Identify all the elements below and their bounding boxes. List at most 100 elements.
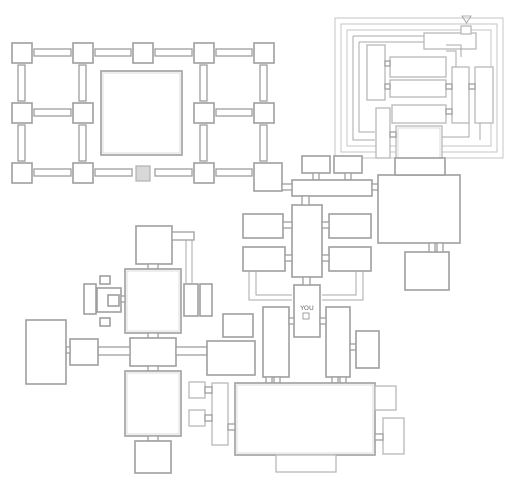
map-room — [451, 66, 470, 124]
map-corridor — [312, 172, 320, 181]
map-corridor — [331, 376, 339, 384]
map-room — [99, 317, 111, 327]
map-corridor — [94, 48, 132, 57]
map-corridor — [33, 48, 72, 57]
west-cluster — [25, 225, 256, 474]
map-room — [211, 382, 229, 446]
map-corridor — [33, 108, 72, 117]
map-corridor — [282, 221, 293, 229]
stairs-down-icon — [461, 15, 472, 24]
map-corridor — [288, 317, 295, 325]
map-room — [391, 104, 447, 124]
map-corridor — [302, 276, 311, 286]
map-corridor — [445, 108, 453, 115]
map-room — [11, 102, 33, 124]
map-room — [382, 417, 405, 455]
map-corridor — [468, 83, 476, 90]
map-corridor — [97, 346, 131, 356]
map-corridor — [33, 168, 72, 177]
map-room — [193, 162, 215, 184]
map-corridor — [344, 172, 352, 181]
maze-wall — [322, 271, 364, 301]
map-room — [11, 42, 33, 64]
map-corridor — [319, 317, 327, 325]
map-room-inner — [102, 72, 181, 154]
map-room — [325, 306, 351, 378]
wire-maze — [334, 15, 504, 161]
map-room-inner — [126, 372, 180, 435]
map-room — [107, 294, 120, 307]
map-room — [374, 385, 397, 411]
map-corridor — [199, 64, 208, 102]
map-room — [328, 213, 372, 239]
map-corridor — [199, 124, 208, 162]
central-hall — [100, 70, 183, 156]
south-hall — [234, 382, 376, 456]
map-corridor — [120, 295, 126, 303]
map-corridor — [154, 48, 193, 57]
map-room — [404, 251, 450, 291]
map-corridor — [78, 124, 87, 162]
map-room — [72, 102, 94, 124]
map-corridor — [78, 64, 87, 102]
map-room — [460, 25, 472, 35]
map-room — [25, 319, 67, 385]
south-complex — [188, 306, 405, 473]
player-marker-label: YOU — [299, 304, 314, 312]
map-room — [423, 32, 477, 50]
map-room — [135, 225, 173, 265]
map-corridor — [389, 131, 397, 138]
map-corridor — [301, 195, 310, 206]
map-room — [301, 155, 331, 174]
map-room — [11, 162, 33, 184]
map-corridor — [204, 386, 213, 394]
ring-complex — [11, 42, 283, 192]
map-room — [262, 306, 290, 378]
map-room — [129, 337, 177, 367]
map-room-inner — [236, 384, 374, 454]
map-room — [389, 79, 447, 98]
map-corridor — [265, 376, 273, 384]
map-room — [193, 102, 215, 124]
map-room — [134, 440, 172, 474]
map-room — [395, 125, 443, 161]
map-room — [222, 313, 254, 338]
map-room — [242, 213, 284, 239]
map-room — [83, 283, 97, 315]
maze-wall — [248, 271, 292, 301]
map-room — [253, 102, 275, 124]
map-corridor — [204, 414, 213, 422]
map-corridor — [436, 242, 444, 253]
map-corridor — [428, 242, 436, 253]
map-corridor — [154, 168, 193, 177]
map-corridor — [321, 254, 330, 262]
map-corridor — [284, 254, 293, 262]
map-room-inner — [126, 270, 180, 332]
map-corridor — [273, 376, 281, 384]
map-room — [206, 340, 256, 376]
maze-wall — [446, 44, 462, 67]
map-room — [377, 174, 461, 244]
map-corridor — [384, 83, 391, 90]
map-corridor — [321, 221, 330, 229]
map-room — [474, 66, 494, 124]
maze-wall — [442, 123, 481, 140]
map-corridor — [384, 60, 391, 67]
map-hall — [291, 179, 373, 197]
map-room — [72, 42, 94, 64]
visited-room — [135, 165, 151, 182]
map-corridor — [374, 433, 384, 441]
map-corridor — [281, 183, 293, 191]
map-room — [72, 162, 94, 184]
map-corridor — [94, 168, 133, 177]
player-room — [293, 284, 321, 338]
map-corridor — [227, 423, 236, 431]
map-room — [188, 409, 206, 427]
map-corridor — [259, 64, 268, 102]
map-room — [242, 246, 286, 272]
map-corridor — [349, 343, 357, 351]
map-room — [188, 381, 206, 399]
map-room — [389, 56, 447, 78]
central-hub: YOU — [242, 155, 461, 338]
